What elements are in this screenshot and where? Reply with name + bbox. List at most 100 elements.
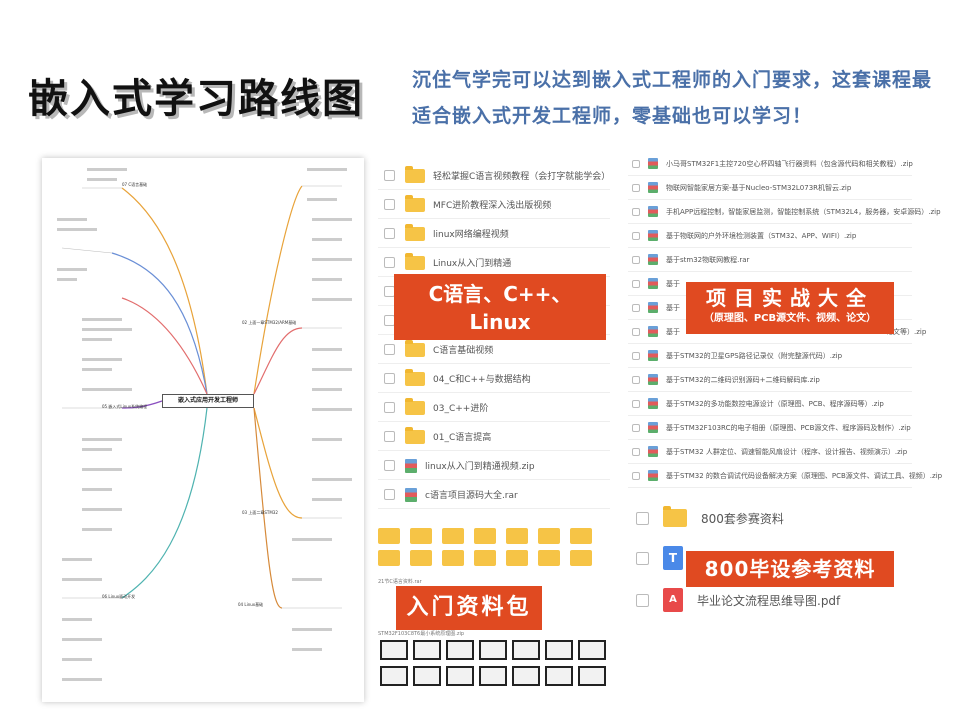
- folder-icon: [442, 550, 464, 566]
- mindmap-branch-label: 06 Linux驱动开发: [102, 594, 136, 599]
- archive-icon: [648, 158, 658, 169]
- screenshot-thumbnail: [512, 640, 540, 660]
- screenshot-thumbnail: [545, 640, 573, 660]
- checkbox[interactable]: [632, 447, 640, 456]
- list-item[interactable]: 800套参赛资料: [630, 500, 914, 536]
- archive-icon: [648, 278, 658, 289]
- checkbox[interactable]: [632, 303, 640, 312]
- list-item[interactable]: 03_C++进阶: [378, 394, 610, 422]
- archive-icon: [648, 470, 658, 481]
- checkbox[interactable]: [384, 170, 395, 181]
- checkbox[interactable]: [632, 399, 640, 408]
- page-title: 嵌入式学习路线图: [28, 76, 364, 122]
- thumbnail-filename: 21节C语言资料.rar: [378, 579, 422, 585]
- checkbox[interactable]: [632, 471, 640, 480]
- folder-icon: [405, 223, 425, 241]
- list-item[interactable]: linux从入门到精通视频.zip: [378, 452, 610, 480]
- folder-icon: [538, 550, 560, 566]
- folder-icon: [405, 339, 425, 357]
- folder-thumbnail-grid: [378, 528, 596, 566]
- archive-icon: [648, 446, 658, 457]
- list-item[interactable]: MFC进阶教程深入浅出版视频: [378, 191, 610, 219]
- mindmap-branch-label: 05 嵌入式Linux系统编程: [102, 404, 148, 409]
- screenshot-thumbnail: [578, 640, 606, 660]
- mindmap-branch-label: 02 上面一章STM32/ARM基础: [242, 320, 297, 325]
- list-item[interactable]: c语言项目源码大全.rar: [378, 481, 610, 509]
- folder-icon: [405, 368, 425, 386]
- list-item[interactable]: 小马哥STM32F1主控720空心杯四轴飞行器资料（包含源代码和相关教程）.zi…: [628, 152, 913, 176]
- folder-icon: [410, 550, 432, 566]
- checkbox[interactable]: [632, 159, 640, 168]
- list-item[interactable]: 基于stm32物联网教程.rar: [628, 248, 912, 272]
- list-item[interactable]: 基于STM32的卫星GPS路径记录仪（附完整源代码）.zip: [628, 344, 912, 368]
- checkbox[interactable]: [632, 279, 640, 288]
- checkbox[interactable]: [632, 351, 640, 360]
- archive-icon: [648, 302, 658, 313]
- folder-icon: [663, 506, 687, 527]
- list-item[interactable]: 04_C和C++与数据结构: [378, 365, 610, 393]
- list-item[interactable]: 基于论文等）.zip: [628, 320, 926, 344]
- checkbox[interactable]: [632, 207, 640, 216]
- checkbox[interactable]: [636, 511, 649, 525]
- list-item[interactable]: 基于STM32的二维码识别源码+二维码解码库.zip: [628, 368, 912, 392]
- list-item[interactable]: 基于STM32 人群定位、调速智能风扇设计（程序、设计报告、视频演示）.zip: [628, 440, 912, 464]
- checkbox[interactable]: [384, 373, 395, 384]
- mindmap-center-node: 嵌入式应用开发工程师: [162, 394, 254, 408]
- folder-icon: [405, 252, 425, 270]
- list-item[interactable]: C语言基础视频: [378, 336, 610, 364]
- screenshot-thumbnail: [380, 666, 408, 686]
- checkbox[interactable]: [384, 257, 395, 268]
- screenshot-thumbnail: [413, 640, 441, 660]
- list-item[interactable]: T: [630, 540, 914, 576]
- checkbox[interactable]: [632, 327, 640, 336]
- pdf-icon: A: [663, 588, 683, 612]
- checkbox[interactable]: [632, 255, 640, 264]
- checkbox[interactable]: [384, 402, 395, 413]
- folder-icon: [405, 165, 425, 183]
- banner-subtitle: （原理图、PCB源文件、视频、论文）: [703, 313, 877, 324]
- archive-icon: [648, 350, 658, 361]
- banner-line: Linux: [469, 310, 531, 334]
- screenshot-thumbnail: [446, 666, 474, 686]
- checkbox[interactable]: [632, 183, 640, 192]
- checkbox[interactable]: [636, 551, 649, 565]
- list-item[interactable]: linux网络编程视频: [378, 220, 610, 248]
- list-item[interactable]: 基于STM32 的数合调试代码设备解决方案（原理图、PCB源文件、调试工具、视频…: [628, 464, 942, 488]
- screenshot-thumbnail: [578, 666, 606, 686]
- folder-icon: [405, 397, 425, 415]
- thesis-reference-banner: 800毕设参考资料: [686, 551, 894, 587]
- list-item[interactable]: 轻松掌握C语言视频教程（会打字就能学会）: [378, 162, 610, 190]
- checkbox[interactable]: [384, 489, 395, 500]
- list-item[interactable]: 01_C语言提高: [378, 423, 610, 451]
- screenshot-thumbnail: [479, 640, 507, 660]
- starter-pack-banner: 入门资料包: [396, 586, 542, 630]
- list-item[interactable]: 手机APP远程控制，智能家居监测，智能控制系统（STM32L4，服务器，安卓源码…: [628, 200, 941, 224]
- folder-icon: [410, 528, 432, 544]
- list-item[interactable]: Linux从入门到精通: [378, 249, 610, 277]
- checkbox[interactable]: [384, 431, 395, 442]
- list-item[interactable]: 物联网智能家居方案-基于Nucleo-STM32L073R机智云.zip: [628, 176, 912, 200]
- checkbox[interactable]: [384, 199, 395, 210]
- folder-icon: [506, 550, 528, 566]
- archive-icon: [648, 254, 658, 265]
- checkbox[interactable]: [384, 228, 395, 239]
- archive-icon: [648, 374, 658, 385]
- folder-icon: [538, 528, 560, 544]
- banner-line: C语言、C++、: [428, 282, 572, 306]
- checkbox[interactable]: [636, 593, 649, 607]
- list-item[interactable]: 基于STM32的多功能数控电源设计（原理图、PCB、程序源码等）.zip: [628, 392, 912, 416]
- page-subtitle: 沉住气学完可以达到嵌入式工程师的入门要求，这套课程最适合嵌入式开发工程师，零基础…: [412, 69, 933, 127]
- checkbox[interactable]: [632, 375, 640, 384]
- screenshot-thumbnail: [512, 666, 540, 686]
- screenshot-thumbnail: [446, 640, 474, 660]
- mindmap-image: 嵌入式应用开发工程师 07 C语言基础 02 上面一章STM32/ARM基础 0…: [42, 158, 364, 702]
- folder-icon: [570, 528, 592, 544]
- checkbox[interactable]: [632, 231, 640, 240]
- checkbox[interactable]: [384, 344, 395, 355]
- starter-pack-thumbnails: 21节C语言资料.rar STM32F103C8T6最小系统原理图.zip: [378, 522, 610, 702]
- checkbox[interactable]: [632, 423, 640, 432]
- list-item[interactable]: 基于STM32F103RC的电子相册（原理图、PCB源文件、程序源码及制作）.z…: [628, 416, 912, 440]
- list-item[interactable]: 基于物联网的户外环境检测装置（STM32、APP、WIFI）.zip: [628, 224, 912, 248]
- checkbox[interactable]: [384, 460, 395, 471]
